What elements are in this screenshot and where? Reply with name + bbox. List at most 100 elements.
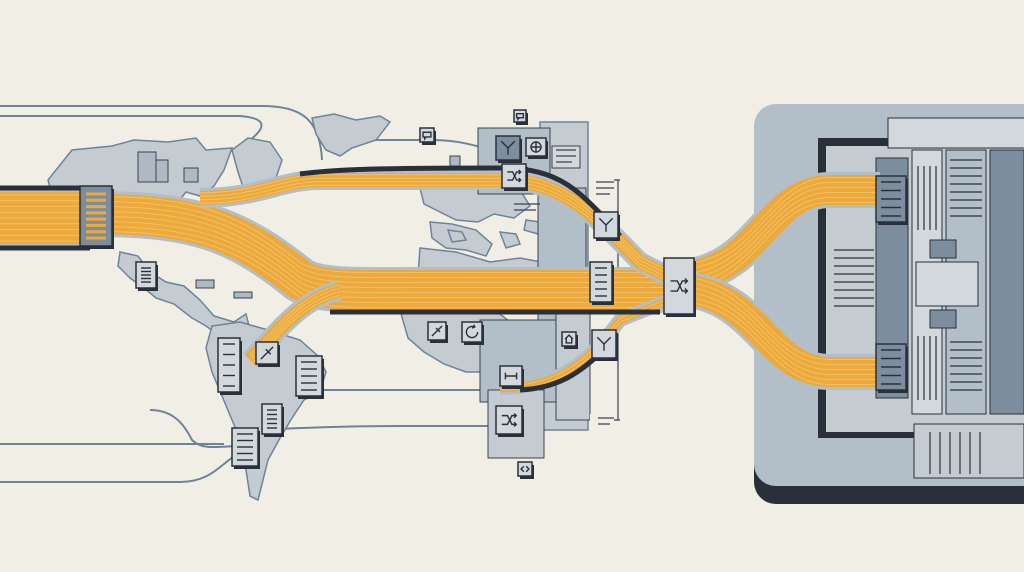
map-square-d <box>233 291 253 299</box>
left-rack-b <box>295 355 324 399</box>
flow-out-lower-strand <box>689 282 880 365</box>
flow-main-run-strand <box>95 201 680 279</box>
rocket-icon <box>260 346 274 360</box>
stack-icon <box>595 267 607 297</box>
server-top-module <box>887 117 1024 149</box>
globe-node <box>525 137 548 159</box>
server-port-lower <box>875 343 908 393</box>
flow-out-lower-strand <box>689 292 880 375</box>
map-square-a <box>183 167 199 183</box>
server-core-dark <box>929 239 957 259</box>
flow-main-run-strand <box>95 196 680 274</box>
right-tag-panel <box>590 178 616 208</box>
shuffle-icon <box>507 169 522 183</box>
stack-icon <box>881 349 901 385</box>
left-rack-d <box>231 427 260 469</box>
router-node-mid <box>593 211 620 241</box>
branch-icon <box>596 336 612 351</box>
server-core <box>915 261 979 307</box>
router-node-low <box>591 329 618 361</box>
flow-main-run-strand <box>95 211 680 289</box>
flow-main-run-strand <box>95 226 680 304</box>
transfer-icon <box>504 372 518 380</box>
chat-bubble-icon <box>422 131 432 141</box>
flow-main-run-strand <box>95 221 680 299</box>
stack-icon <box>301 361 317 391</box>
stripes-lower <box>929 432 981 474</box>
flow-out-upper-strand <box>689 177 880 264</box>
flow-main-run-strand <box>95 216 680 294</box>
flow-out-lower-strand <box>689 287 880 370</box>
center-switch-node <box>663 257 696 317</box>
server-stripes <box>834 159 982 474</box>
thin-line-upper <box>0 115 263 141</box>
thin-line-hook <box>149 409 235 449</box>
shuffle-icon <box>501 412 518 428</box>
transfer-node <box>499 365 524 389</box>
flow-main-run-strand <box>95 231 680 309</box>
map-tower-small-b <box>155 159 169 183</box>
flow-out-lower-strand <box>689 277 880 360</box>
home-node <box>561 331 578 349</box>
left-hub-node <box>79 185 114 249</box>
server-lower-bay <box>913 423 1024 479</box>
refresh-icon <box>465 324 479 339</box>
dark-branch-node <box>495 135 522 163</box>
flow-out-upper-strand <box>689 182 880 269</box>
branch-icon <box>598 217 614 232</box>
cable-casings <box>0 165 660 393</box>
code-icon <box>520 465 530 473</box>
shuffle-icon <box>670 277 689 295</box>
flow-out-upper-strand <box>689 197 880 284</box>
flow-out-upper <box>686 172 880 294</box>
home-icon <box>564 334 574 344</box>
stack-icon <box>881 181 901 217</box>
flow-out-lower-strand <box>689 297 880 380</box>
thin-line-top <box>0 105 323 161</box>
left-rack-a <box>217 337 242 395</box>
flow-out-lower-strand <box>689 302 880 385</box>
map-square-c <box>195 279 215 289</box>
server-column-d <box>989 149 1024 415</box>
orange-bar-node <box>589 261 614 305</box>
tiny-lines-c <box>514 203 540 211</box>
stripes-column-c <box>950 159 982 391</box>
nodes <box>79 109 908 479</box>
server-core-dark-b <box>929 309 957 329</box>
rocket-node <box>427 321 448 343</box>
flow-out-upper-strand <box>689 187 880 274</box>
center-panel-lines <box>551 145 581 169</box>
server-panel <box>754 104 1024 504</box>
refresh-node <box>461 321 484 345</box>
rocket-icon <box>431 325 443 337</box>
casing-upper-run <box>299 165 622 238</box>
left-rack-e <box>135 261 158 291</box>
chat-bubble-icon <box>515 112 525 122</box>
map-square-b <box>449 155 461 167</box>
tiny-lines-b <box>596 181 614 195</box>
branch-icon <box>500 140 516 155</box>
chat-node <box>419 127 436 145</box>
router-node-top <box>501 163 528 191</box>
flow-main-run-strand <box>95 206 680 284</box>
map-greenland <box>311 113 392 157</box>
stripes-column-b <box>917 166 937 400</box>
pin-node <box>513 109 528 125</box>
flow-main-run <box>95 191 680 314</box>
globe-icon <box>530 141 542 153</box>
left-switch-node <box>255 341 280 367</box>
tiny-lines-d <box>598 417 614 425</box>
stripes-rack-left <box>834 249 874 307</box>
left-map-details <box>137 151 461 299</box>
code-node <box>517 461 534 479</box>
server-grid-icon <box>86 192 106 240</box>
left-rack-c <box>261 403 284 437</box>
flow-out-upper-strand <box>689 192 880 279</box>
stack-icon <box>267 409 277 429</box>
server-port-upper <box>875 175 908 225</box>
stack-icon <box>141 267 151 283</box>
router-node-south <box>495 405 524 437</box>
thin-line-west-low <box>0 454 237 483</box>
